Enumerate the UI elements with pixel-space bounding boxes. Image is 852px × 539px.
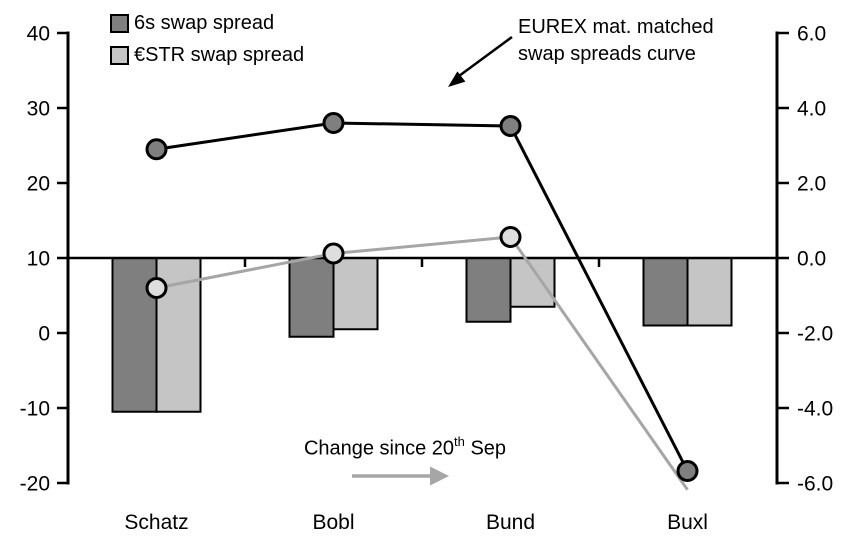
bar-6s-bund [465, 257, 512, 323]
curve-annotation-line2: swap spreads curve [518, 43, 696, 65]
x-label-bobl: Bobl [312, 511, 354, 534]
x-label-bund: Bund [486, 511, 535, 534]
curve-annotation-arrow-line [458, 35, 513, 78]
right-axis-label: 4.0 [797, 98, 826, 121]
change-annotation-post: Sep [464, 437, 507, 460]
change-annotation-pre: Change since 20 [303, 437, 455, 460]
right-axis-label: 6.0 [797, 23, 826, 46]
chart-legend: 6s swap spread €STR swap spread [110, 13, 304, 77]
line-estr-curve [156, 235, 689, 491]
right-axis-label: -2.0 [797, 323, 833, 346]
bar-6s-buxl [642, 257, 689, 327]
marker-estr-schatz [145, 277, 168, 299]
right-axis-label: 2.0 [797, 173, 826, 196]
right-axis-label: -6.0 [797, 473, 833, 496]
left-axis-label: -10 [20, 398, 50, 421]
bar-estr-bobl [332, 257, 379, 331]
change-annotation-arrowhead-icon [430, 466, 449, 486]
left-axis-label: 20 [27, 173, 50, 196]
left-axis-label: 40 [27, 23, 50, 46]
x-label-buxl: Buxl [667, 511, 708, 534]
curve-annotation-line1: EUREX mat. matched [518, 16, 714, 38]
line-6s-curve [156, 121, 689, 472]
marker-6s-bobl [322, 112, 345, 134]
change-annotation-sup: th [454, 434, 465, 449]
bar-6s-bobl [288, 257, 335, 338]
marker-6s-buxl [676, 460, 699, 482]
change-annotation-text: Change since 20th Sep [280, 434, 530, 461]
right-axis-label: -4.0 [797, 398, 833, 421]
left-axis-label: 30 [27, 98, 50, 121]
bar-estr-buxl [686, 257, 733, 327]
marker-6s-bund [499, 115, 522, 137]
legend-swatch-dark-icon [110, 13, 129, 33]
left-axis-label: 0 [38, 323, 50, 346]
legend-label-estr: €STR swap spread [134, 44, 305, 66]
curve-annotation-text: EUREX mat. matched swap spreads curve [518, 14, 714, 68]
legend-swatch-light-icon [110, 45, 129, 65]
legend-item-estr-swap-spread: €STR swap spread [110, 45, 304, 65]
right-axis-label: 0.0 [797, 248, 826, 271]
marker-estr-bobl [322, 242, 345, 265]
x-label-schatz: Schatz [124, 511, 188, 534]
marker-6s-schatz [145, 138, 168, 161]
left-axis-label: -20 [20, 473, 50, 496]
legend-label-6s: 6s swap spread [134, 12, 275, 34]
legend-item-6s-swap-spread: 6s swap spread [110, 13, 304, 33]
marker-estr-bund [499, 226, 522, 248]
bar-estr-bund [509, 257, 556, 308]
curve-annotation-arrowhead-icon [448, 71, 466, 87]
left-axis-label: 10 [27, 248, 50, 271]
